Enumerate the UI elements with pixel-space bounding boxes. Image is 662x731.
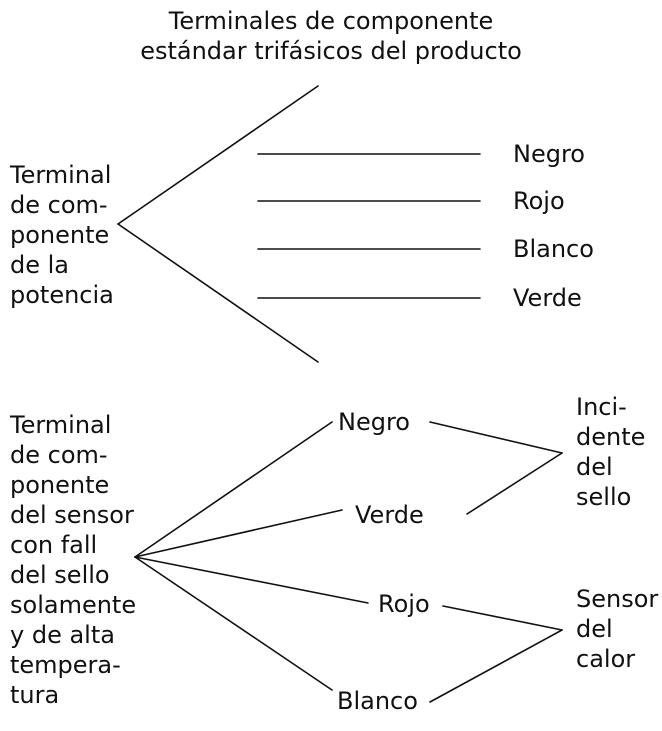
heat-connector-line-rojo xyxy=(442,605,563,631)
heat-sensor-label: Sensor del calor xyxy=(576,584,658,674)
seal-label-line: sello xyxy=(576,483,632,511)
seal-label-line: del xyxy=(576,453,613,481)
power-label-line: de la xyxy=(10,251,70,279)
power-wire-label-rojo: Rojo xyxy=(513,187,565,215)
sensor-label-line: de com- xyxy=(10,441,108,469)
sensor-fan-line-negro xyxy=(134,421,333,558)
seal-connector-line-verde xyxy=(466,452,563,515)
power-bracket-upper-line xyxy=(117,85,319,225)
sensor-label-line: con fall xyxy=(10,531,98,559)
power-terminal-label: Terminal de com- ponente de la potencia xyxy=(10,160,114,310)
power-wire-label-blanco: Blanco xyxy=(513,235,594,263)
title-line-1: Terminales de componente xyxy=(168,7,494,35)
sensor-label-line: del sensor xyxy=(10,501,134,529)
power-label-line: de com- xyxy=(10,191,108,219)
power-wire-label-verde: Verde xyxy=(513,284,582,312)
seal-label-line: dente xyxy=(576,423,646,451)
power-label-line: ponente xyxy=(10,221,110,249)
power-wire-label-negro: Negro xyxy=(513,140,585,168)
sensor-fan-line-blanco xyxy=(134,556,333,691)
sensor-label-line: Terminal xyxy=(10,411,112,439)
sensor-wire-label-blanco: Blanco xyxy=(337,687,418,715)
heat-label-line: del xyxy=(576,615,613,643)
diagram-title: Terminales de componente estándar trifás… xyxy=(0,6,662,66)
sensor-label-line: y de alta xyxy=(10,621,115,649)
sensor-label-line: solamente xyxy=(10,591,137,619)
heat-connector-line-blanco xyxy=(429,629,563,703)
power-label-line: Terminal xyxy=(10,161,112,189)
sensor-wire-label-verde: Verde xyxy=(355,501,424,529)
title-line-2: estándar trifásicos del producto xyxy=(140,37,522,65)
sensor-wire-label-rojo: Rojo xyxy=(378,590,430,618)
sensor-fan-line-rojo xyxy=(134,556,369,604)
heat-label-line: calor xyxy=(576,645,636,673)
sensor-label-line: ponente xyxy=(10,471,110,499)
sensor-terminal-label: Terminal de com- ponente del sensor con … xyxy=(10,410,136,710)
seal-label-line: Inci- xyxy=(576,393,627,421)
heat-label-line: Sensor xyxy=(576,585,659,613)
seal-incident-label: Inci- dente del sello xyxy=(576,392,645,512)
sensor-label-line: tura xyxy=(10,681,60,709)
sensor-label-line: del sello xyxy=(10,561,110,589)
sensor-wire-label-negro: Negro xyxy=(338,408,410,436)
sensor-label-line: tempera- xyxy=(10,651,121,679)
power-label-line: potencia xyxy=(10,281,114,309)
sensor-fan-line-verde xyxy=(134,509,343,558)
power-bracket-lower-line xyxy=(117,223,319,363)
seal-connector-line-negro xyxy=(429,421,563,454)
